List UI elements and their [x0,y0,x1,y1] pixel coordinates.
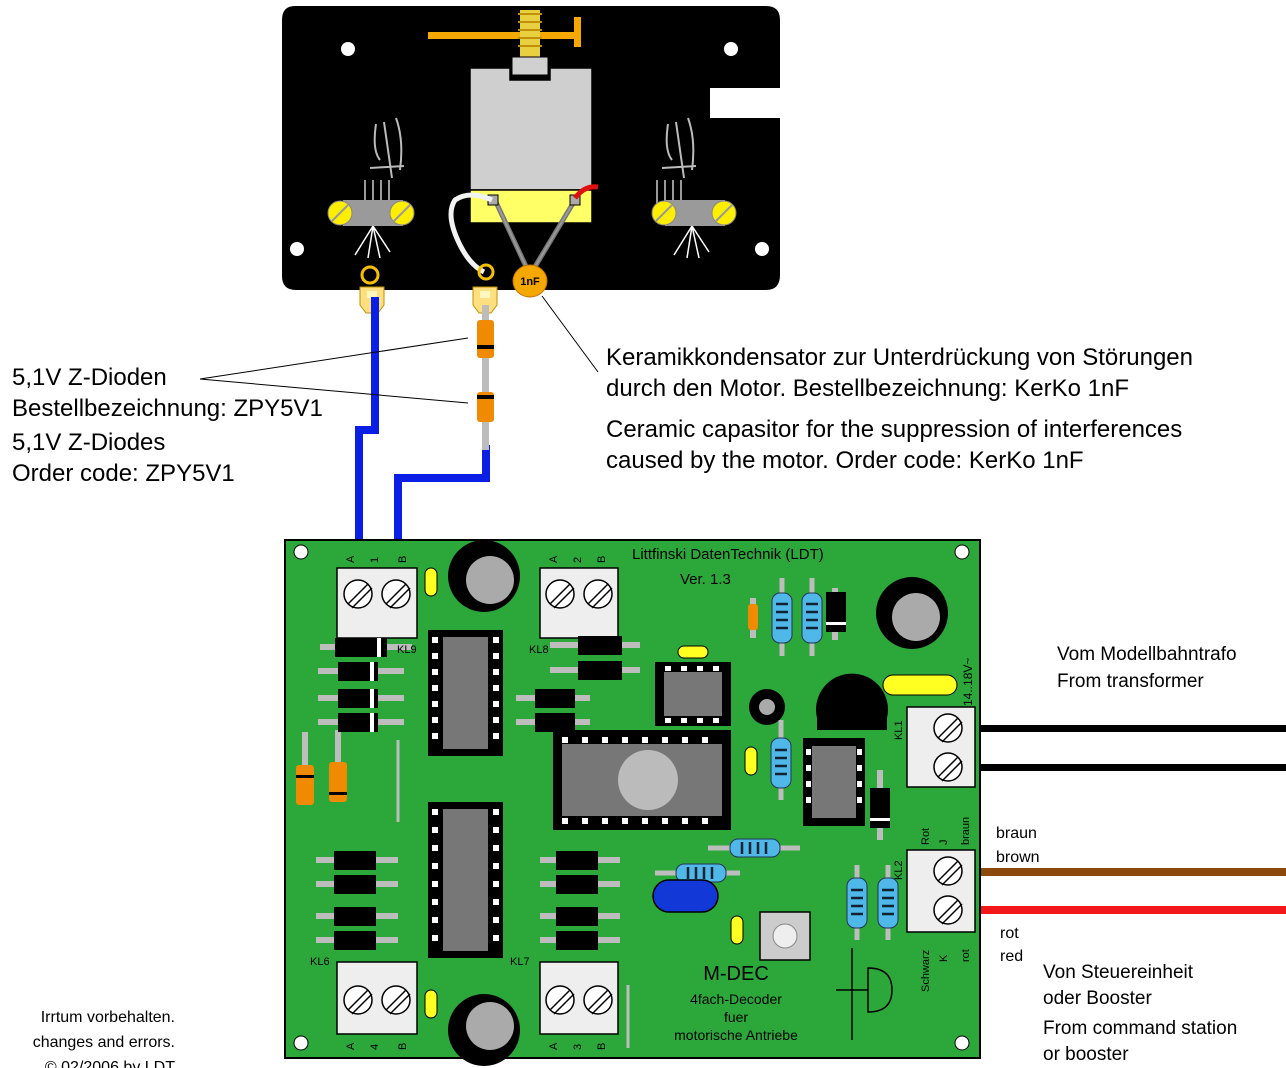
label-kl8: KL8 [529,644,549,656]
board-desc-1: 4fach-Decoder [690,991,782,1007]
point-motor: 1nF [282,6,780,298]
svg-text:1: 1 [369,557,381,563]
wire-color-labels: braun brown rot red [996,825,1040,965]
board-desc-3: motorische Antriebe [674,1027,798,1043]
board-desc-2: fuer [724,1009,748,1025]
cap-de-line1: Keramikkondensator zur Unterdrückung von… [606,344,1193,371]
transformer-de: Vom Modellbahntrafo [1057,644,1237,665]
cap-en-line1: Ceramic capasitor for the suppression of… [606,416,1182,443]
command-de-line1: Von Steuereinheit [1043,962,1194,983]
wire-red-en: red [1000,948,1023,965]
diodes-en-line2: Order code: ZPY5V1 [12,460,235,487]
board-product: M-DEC [703,963,769,985]
svg-text:A: A [345,1042,357,1050]
terminal-kl7 [539,961,619,1035]
svg-text:1nF: 1nF [520,276,540,288]
yellow-components [424,567,958,1019]
terminal-kl9 [336,567,418,639]
svg-text:2: 2 [572,557,584,563]
solder-lugs [359,286,498,314]
diodes-de-line2: Bestellbezeichnung: ZPY5V1 [12,395,323,422]
end-switch-right [651,117,737,259]
command-en-line1: From command station [1043,1018,1237,1039]
microcontroller [553,730,731,830]
command-station-annotation: Von Steuereinheit oder Booster From comm… [1043,962,1237,1065]
capacitor-1nf: 1nF [512,264,548,298]
disclaimer: Irrtum vorbehalten. changes and errors. … [33,1009,176,1068]
label-kl2: KL2 [893,860,905,880]
svg-text:Rot: Rot [920,828,932,845]
push-button [759,911,811,961]
terminal-kl2 [906,849,976,933]
cap-en-line2: caused by the motor. Order code: KerKo 1… [606,447,1084,474]
transformer-annotation: Vom Modellbahntrafo From transformer [1057,644,1237,692]
diodes-en-line1: 5,1V Z-Diodes [12,429,165,456]
disclaimer-line3: © 02/2006 by LDT [45,1059,175,1068]
cap-de-line2: durch den Motor. Bestellbezeichnung: Ker… [606,375,1129,402]
svg-text:B: B [397,1043,409,1050]
end-switch-left [327,117,415,259]
crystal [652,879,719,913]
resistors [655,578,899,940]
wire-brown-en: brown [996,849,1040,866]
diode-annotation: 5,1V Z-Dioden Bestellbezeichnung: ZPY5V1… [12,364,323,487]
transformer-en: From transformer [1057,671,1204,692]
electrolytic-capacitors [448,540,948,1066]
terminal-kl1 [906,706,976,788]
diodes-de-line1: 5,1V Z-Dioden [12,364,167,391]
ic-left-upper [428,630,503,756]
terminal-labels: A 1 B A 2 B A 3 B A 4 B Rot J braun Schw… [345,555,972,1050]
board-version: Ver. 1.3 [680,571,731,588]
svg-text:A: A [548,555,560,563]
wire-brown-de: braun [996,825,1037,842]
svg-text:Schwarz: Schwarz [920,950,932,992]
svg-text:K: K [938,954,950,962]
label-kl6: KL6 [310,956,330,968]
decoder-pcb: Littfinski DatenTechnik (LDT) Ver. 1.3 M… [284,539,981,1066]
svg-text:3: 3 [572,1044,584,1050]
svg-text:B: B [596,1043,608,1050]
ic-small-right [803,738,865,826]
svg-text:braun: braun [960,817,972,845]
label-voltage: 14..18V~ [961,658,975,706]
wires [199,295,1286,914]
svg-text:A: A [345,555,357,563]
label-kl7: KL7 [510,956,530,968]
ic-small-upper [655,662,731,726]
disclaimer-line2: changes and errors. [33,1034,175,1051]
ic-left-lower [428,802,503,958]
svg-text:B: B [596,556,608,563]
capacitor-annotation: Keramikkondensator zur Unterdrückung von… [606,344,1193,474]
board-maker: Littfinski DatenTechnik (LDT) [632,546,824,563]
label-kl1: KL1 [893,720,905,740]
svg-text:B: B [397,556,409,563]
command-en-line2: or booster [1043,1044,1129,1065]
terminal-kl8 [539,567,619,639]
worm-gear [428,10,581,58]
label-kl9: KL9 [397,644,417,656]
svg-text:rot: rot [960,949,972,962]
wire-red-de: rot [1000,925,1019,942]
svg-text:4: 4 [369,1044,381,1050]
svg-text:A: A [548,1042,560,1050]
disclaimer-line1: Irrtum vorbehalten. [41,1009,175,1026]
terminal-kl6 [336,961,418,1035]
command-de-line2: oder Booster [1043,988,1152,1009]
svg-text:J: J [938,840,950,846]
